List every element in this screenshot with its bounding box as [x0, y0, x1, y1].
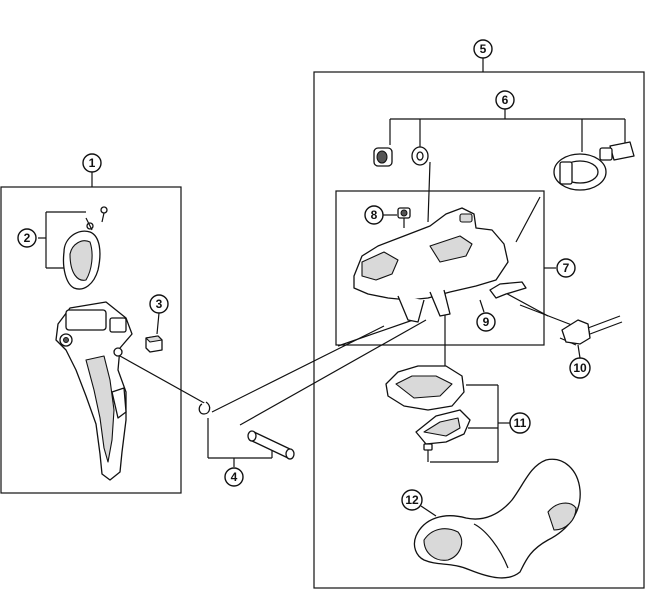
callout-label: 10: [573, 361, 587, 375]
callout-6: 6: [495, 90, 515, 110]
callout-2: 2: [17, 228, 37, 248]
part-12-bracket-cover: [413, 458, 581, 579]
part-1-brake-lever-assembly: [55, 301, 133, 481]
callout-label: 3: [156, 297, 163, 311]
callout-11: 11: [509, 412, 531, 434]
callout-label: 7: [563, 261, 570, 275]
callout-label: 8: [371, 208, 378, 222]
part-3-adjust-block: [145, 335, 163, 353]
group-box-left: [0, 186, 182, 494]
part-2-hood-cover: [62, 206, 108, 290]
callout-12: 12: [401, 489, 423, 511]
part-4-pivot-pin: [198, 401, 295, 460]
callout-label: 6: [502, 93, 509, 107]
callout-10: 10: [569, 357, 591, 379]
callout-9: 9: [476, 312, 496, 332]
callout-label: 2: [24, 231, 31, 245]
leader-lines: [38, 58, 626, 517]
callout-label: 1: [89, 156, 96, 170]
callout-5: 5: [473, 39, 493, 59]
group-box-right: [313, 71, 645, 589]
callout-4: 4: [224, 467, 244, 487]
callout-label: 9: [483, 315, 490, 329]
part-10-cover-plate: [561, 315, 623, 345]
callout-8: 8: [364, 205, 384, 225]
part-6-clamp-band-set: [373, 141, 635, 191]
callout-3: 3: [149, 294, 169, 314]
callout-label: 11: [514, 416, 527, 430]
part-11-lower-housing: [385, 365, 471, 462]
callout-label: 5: [480, 42, 487, 56]
callout-7: 7: [556, 258, 576, 278]
part-8-screw: [397, 207, 411, 228]
callout-label: 4: [231, 470, 238, 484]
callout-label: 12: [405, 493, 419, 507]
part-9-release-lever: [489, 281, 527, 299]
callout-1: 1: [82, 153, 102, 173]
part-7-bracket-body: [353, 207, 509, 323]
